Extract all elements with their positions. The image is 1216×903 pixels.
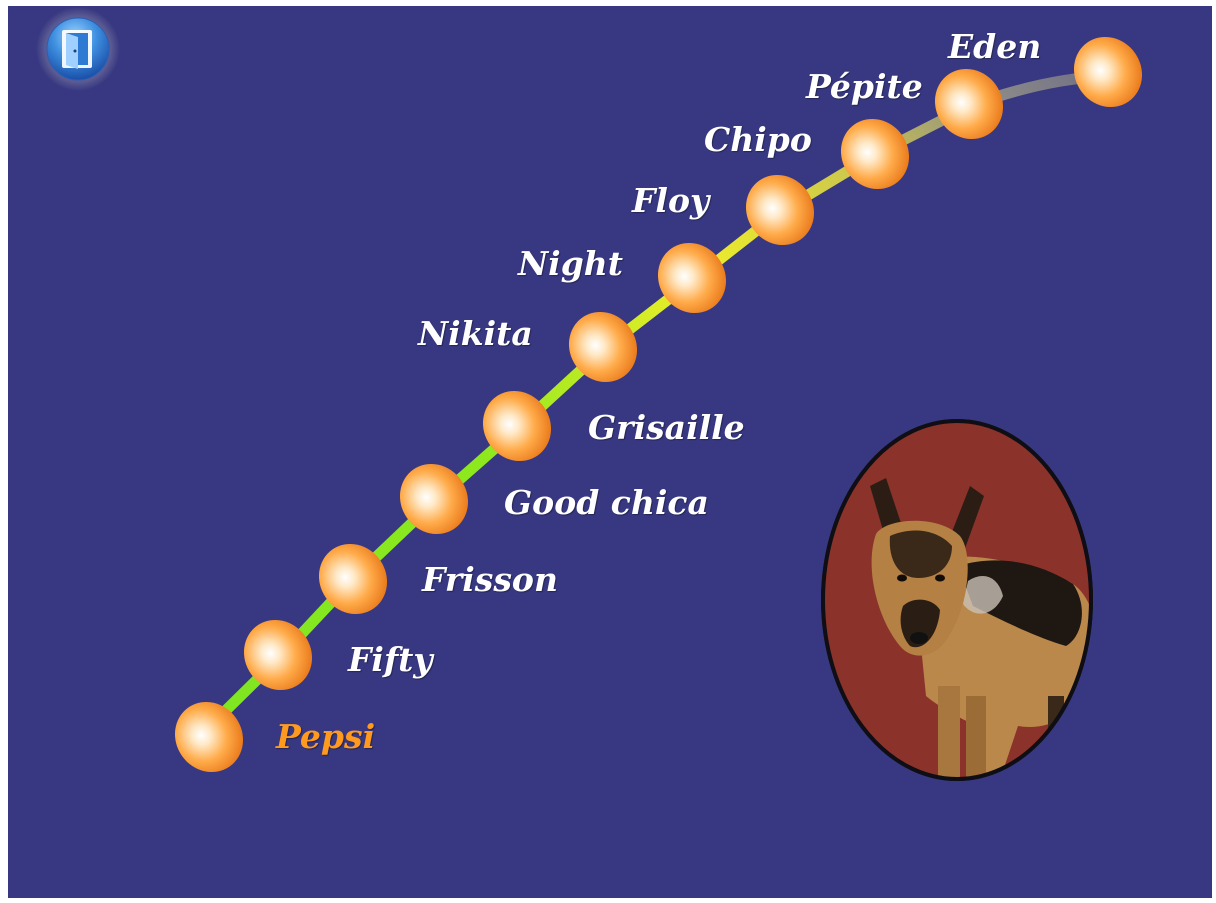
dog-name-label[interactable]: Frisson: [422, 563, 558, 596]
timeline-node-chipo[interactable]: [827, 106, 922, 203]
timeline-node-eden[interactable]: [1060, 24, 1155, 121]
dog-name-label[interactable]: Chipo: [704, 123, 812, 156]
exit-button[interactable]: [36, 7, 120, 91]
timeline-node-pepite[interactable]: [921, 56, 1016, 153]
timeline-track: [8, 6, 1212, 898]
dog-name-label[interactable]: Floy: [632, 184, 709, 217]
dog-name-label[interactable]: Fifty: [348, 643, 433, 676]
dog-name-label[interactable]: Eden: [948, 30, 1041, 63]
dog-name-label[interactable]: Good chica: [504, 486, 709, 519]
exit-door-icon: [62, 30, 92, 69]
timeline-node-pepsi[interactable]: [161, 689, 256, 786]
pedigree-timeline-screen: Pepsi Fifty Frisson Good chica Grisaille Niki…: [8, 6, 1212, 898]
dog-name-label[interactable]: Pépite: [806, 70, 923, 103]
dog-name-label[interactable]: Nikita: [418, 317, 533, 350]
dog-name-label[interactable]: Grisaille: [588, 411, 745, 444]
dog-name-label[interactable]: Night: [518, 247, 623, 280]
dog-name-label[interactable]: Pepsi: [276, 720, 375, 753]
dog-photo: [820, 418, 1096, 786]
